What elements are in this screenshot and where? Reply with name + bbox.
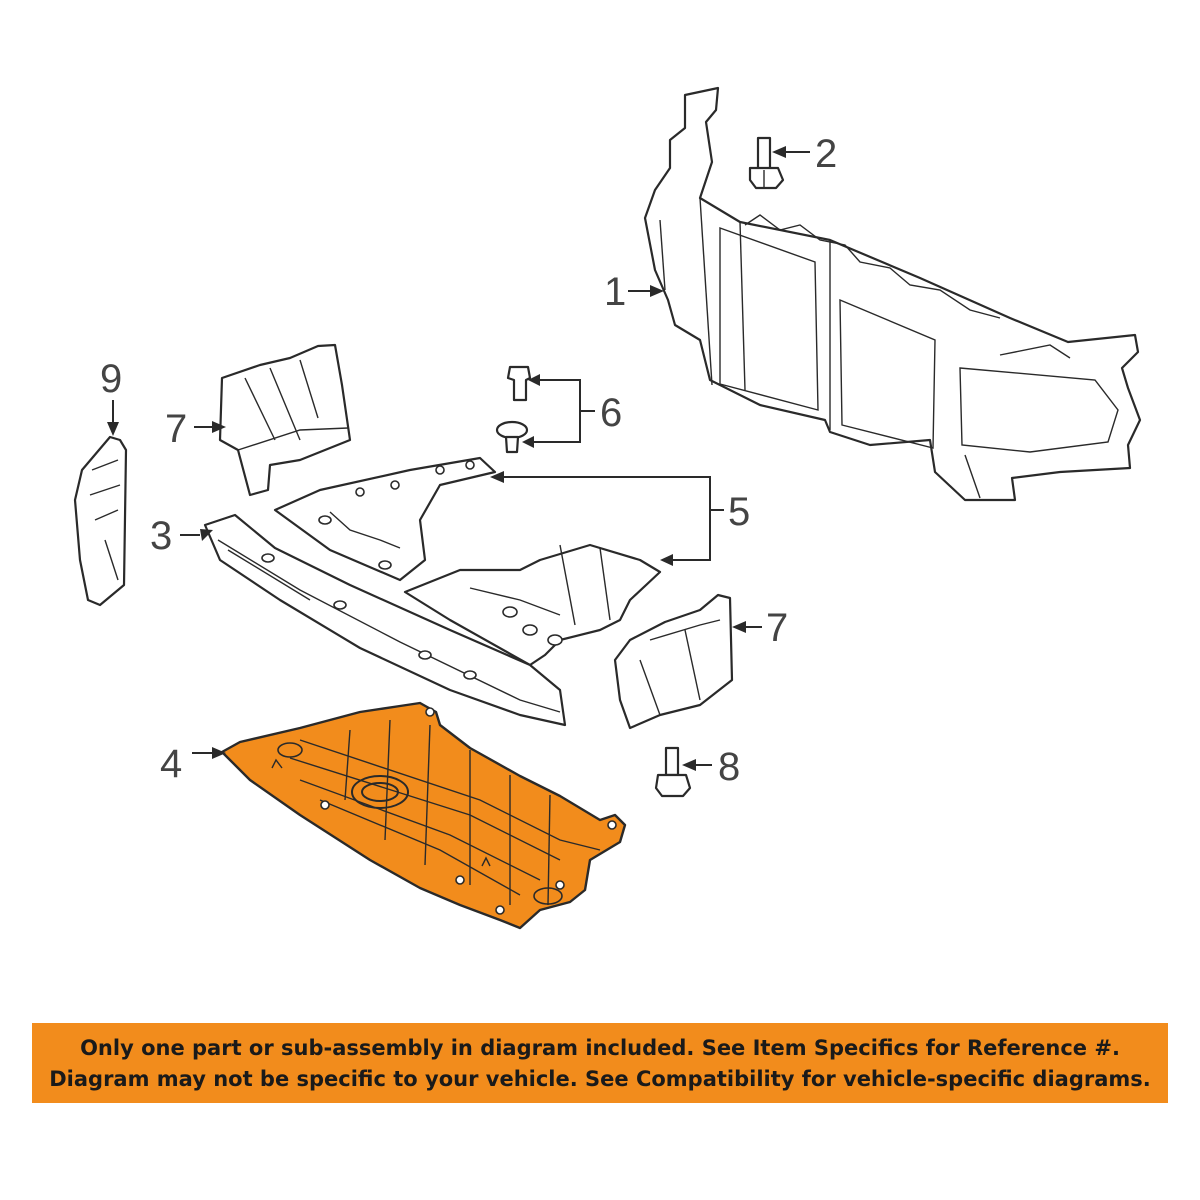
notice-line-2: Diagram may not be specific to your vehi… — [49, 1067, 1151, 1091]
callout-7-left: 7 — [165, 407, 187, 451]
parts-diagram: 1 2 3 4 5 6 7 7 8 9 — [73, 86, 1142, 930]
callout-6: 6 — [600, 391, 622, 435]
leader-lines — [107, 146, 810, 771]
clip-part-6 — [506, 365, 532, 402]
bolt-part-8 — [654, 746, 692, 798]
splash-shield-lower-part — [403, 543, 662, 667]
screw-part-6 — [495, 420, 529, 454]
callout-2: 2 — [815, 132, 837, 176]
side-deflector-part — [73, 435, 128, 607]
callout-3: 3 — [150, 514, 172, 558]
splash-guard-right-part — [613, 593, 734, 730]
notice-line-1: Only one part or sub-assembly in diagram… — [80, 1036, 1120, 1060]
engine-undercover-part — [220, 701, 627, 930]
bolt-part-2 — [748, 136, 785, 190]
lower-deflector-part — [203, 513, 567, 727]
callout-9: 9 — [100, 357, 122, 401]
splash-guard-left-part — [218, 343, 352, 497]
compatibility-notice-banner: Only one part or sub-assembly in diagram… — [32, 1023, 1168, 1103]
callout-4: 4 — [160, 742, 182, 786]
undercover-panel — [220, 701, 627, 930]
splash-shield-upper-part — [273, 456, 497, 582]
callout-labels: 1 2 3 4 5 6 7 7 8 9 — [100, 132, 837, 789]
callout-1: 1 — [604, 270, 626, 314]
radiator-support-part — [643, 86, 1142, 502]
callout-8: 8 — [718, 745, 740, 789]
callout-5: 5 — [728, 490, 750, 534]
callout-7-right: 7 — [766, 606, 788, 650]
